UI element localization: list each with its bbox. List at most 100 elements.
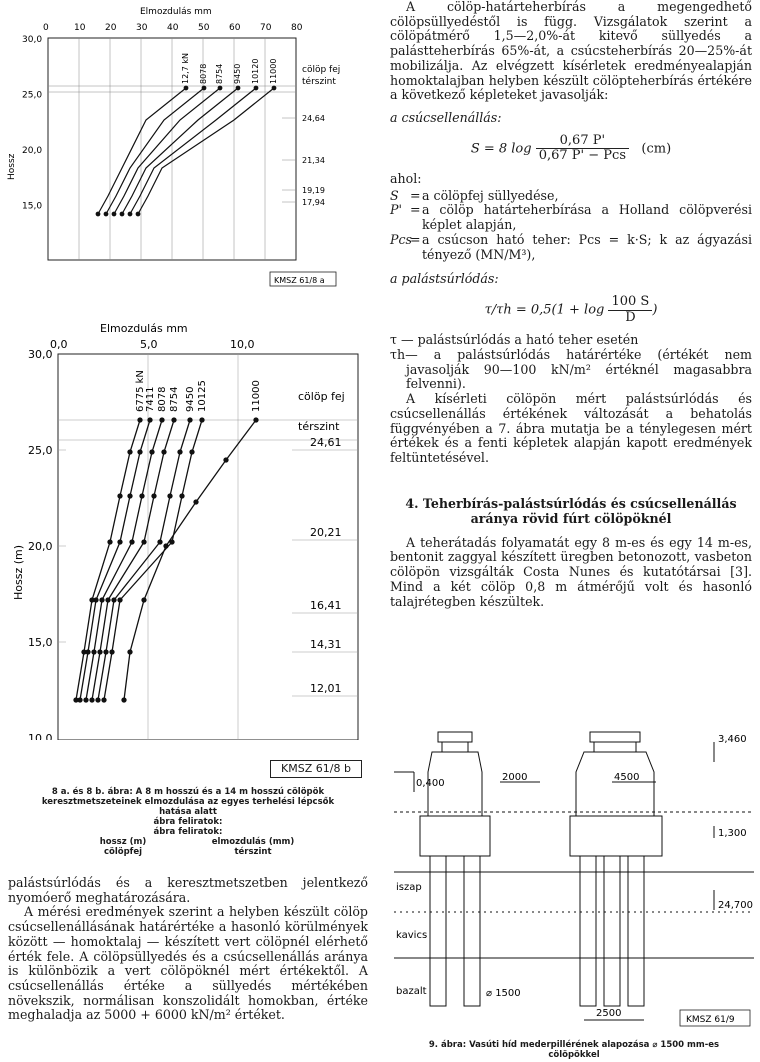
fig8a-curve [105, 87, 205, 215]
fig8a-point [253, 85, 259, 91]
fig8b-point [149, 449, 155, 455]
fig8b-point [85, 649, 91, 655]
fig8b-point [147, 417, 153, 423]
fig8a-label-fej: cölöp fej [302, 65, 340, 75]
fig8b-point [253, 417, 259, 423]
fig8b-point [109, 649, 115, 655]
formula2-right: ) [652, 302, 658, 318]
fig8b-point [127, 493, 133, 499]
fig8b-xlabel: Elmozdulás mm [100, 322, 188, 335]
fig8b-point [177, 449, 183, 455]
fig8a-load-label: 11000 [269, 59, 278, 84]
fig8b-point [223, 457, 229, 463]
fig8b-load-label: 7411 [145, 387, 156, 412]
right-paragraph-1: A cölöp-határteherbírás a megengedhető c… [390, 0, 752, 103]
fig8a-tag: KMSZ 61/8 a [274, 276, 325, 285]
fig8a-xtick: 80 [291, 23, 303, 33]
fig9-dim-diam: ⌀ 1500 [486, 988, 521, 999]
fig8a-point [217, 85, 223, 91]
right-paragraph-3: A teherátadás folyamatát egy 8 m-es és e… [390, 534, 752, 609]
fig8a-point [111, 211, 117, 217]
fig8b-point [89, 697, 95, 703]
left-paragraph-2: A mérési eredmények szerint a helyben ké… [8, 904, 368, 1023]
fig8a-curve [113, 87, 221, 215]
fig8b-point [77, 697, 83, 703]
left-body-text: palástsúrlódás és a keresztmetszetben je… [8, 875, 368, 1023]
fig8b-label-fej: cölöp fej [298, 390, 345, 403]
fig8a-load-label: 12,7 kN [181, 53, 190, 84]
fig8b-ytick: 30,0 [28, 348, 53, 361]
caption8-k1: hossz (m) [99, 837, 147, 847]
fig8b-ytick: 20,0 [28, 540, 53, 553]
fig8b-point [141, 597, 147, 603]
fig8b-point [127, 649, 133, 655]
fig8b-point [137, 449, 143, 455]
def2-value: a cölöp határteherbírása a Holland cölöp… [422, 202, 752, 233]
fig8b-point [179, 493, 185, 499]
fig8b-point [189, 449, 195, 455]
fig8a-ylabel: Hossz [7, 153, 17, 180]
fig9-dim-4500: 4500 [614, 772, 639, 783]
fig8a-depth-label: 21,34 [302, 156, 325, 165]
formula1-den: 0,67 P' − Pcs [538, 148, 626, 164]
fig8a-load-label: 8078 [199, 64, 208, 84]
fig8a-xtick: 0 [43, 23, 49, 33]
figure-8-caption: 8 a. és 8 b. ábra: A 8 m hosszú és a 14 … [8, 787, 368, 857]
fig8b-point [167, 493, 173, 499]
fig8b-point [163, 543, 169, 549]
caption8-v1: elmozdulás (mm) [211, 837, 295, 847]
fig8b-point [101, 697, 107, 703]
fig8a-load-label: 9450 [233, 64, 242, 84]
fig8b-point [117, 539, 123, 545]
fig8b-ylabel: Hossz (m) [12, 545, 25, 600]
fig8b-load-label: 11000 [251, 380, 262, 412]
fig8b-tag-box: KMSZ 61/8 b [270, 760, 362, 778]
fig8b-curve [75, 419, 141, 701]
fig9-dim-2000: 2000 [502, 772, 527, 783]
fig8b-curve [79, 419, 151, 701]
fig8a-point [271, 85, 277, 91]
heading-palastsurlodas: a palástsúrlódás: [390, 271, 499, 287]
fig8a-ytick: 20,0 [22, 146, 42, 156]
formula2-den: D [625, 309, 636, 325]
fig8b-point [127, 449, 133, 455]
fig8a-xtick: 10 [74, 23, 86, 33]
fig8b-point [137, 417, 143, 423]
fig8a-point [235, 85, 241, 91]
caption8-line4: ábra feliratok: [153, 817, 223, 827]
fig8a-point [119, 211, 125, 217]
fig9-dim-3460: 3,460 [718, 734, 747, 745]
ahol-label: ahol: [390, 171, 422, 187]
fig8a-point [127, 211, 133, 217]
formula1-unit: (cm) [641, 141, 672, 157]
fig8b-point [103, 649, 109, 655]
fig8b-point [129, 539, 135, 545]
fig8a-xlabel: Elmozdulás mm [140, 7, 212, 17]
caption8-v2: térszint [234, 847, 272, 857]
fig8a-xtick: 70 [260, 23, 272, 33]
fig8b-point [159, 417, 165, 423]
tau-def-2: τh— a palástsúrlódás határértéke (értéké… [390, 347, 752, 392]
def1-key: S [390, 187, 399, 203]
fig8b-ytick: 25,0 [28, 444, 53, 457]
fig8b-point [107, 539, 113, 545]
fig8b-ytick: 15,0 [28, 636, 53, 649]
fig9-layer-iszap: iszap [396, 882, 422, 893]
fig8a-xtick: 20 [105, 23, 117, 33]
fig8b-point [93, 597, 99, 603]
fig8b-curve [85, 419, 163, 701]
fig9-dim-24700: 24,700 [718, 900, 753, 911]
fig8b-point [105, 597, 111, 603]
fig8a-depth-label: 24,64 [302, 114, 325, 123]
fig8a-point [183, 85, 189, 91]
figure-9-caption: 9. ábra: Vasúti híd mederpillérének alap… [428, 1040, 720, 1060]
fig8a-load-label: 8754 [215, 64, 224, 84]
fig8b-label-terszint: térszint [298, 420, 340, 433]
fig8a-xtick: 50 [198, 23, 210, 33]
fig8a-load-label: 10120 [251, 59, 260, 84]
heading-csucsellenallas: a csúcsellenállás: [390, 109, 502, 125]
fig8b-point [117, 493, 123, 499]
formula-1: S = 8 log 0,67 P'0,67 P' − Pcs (cm) [390, 133, 752, 164]
